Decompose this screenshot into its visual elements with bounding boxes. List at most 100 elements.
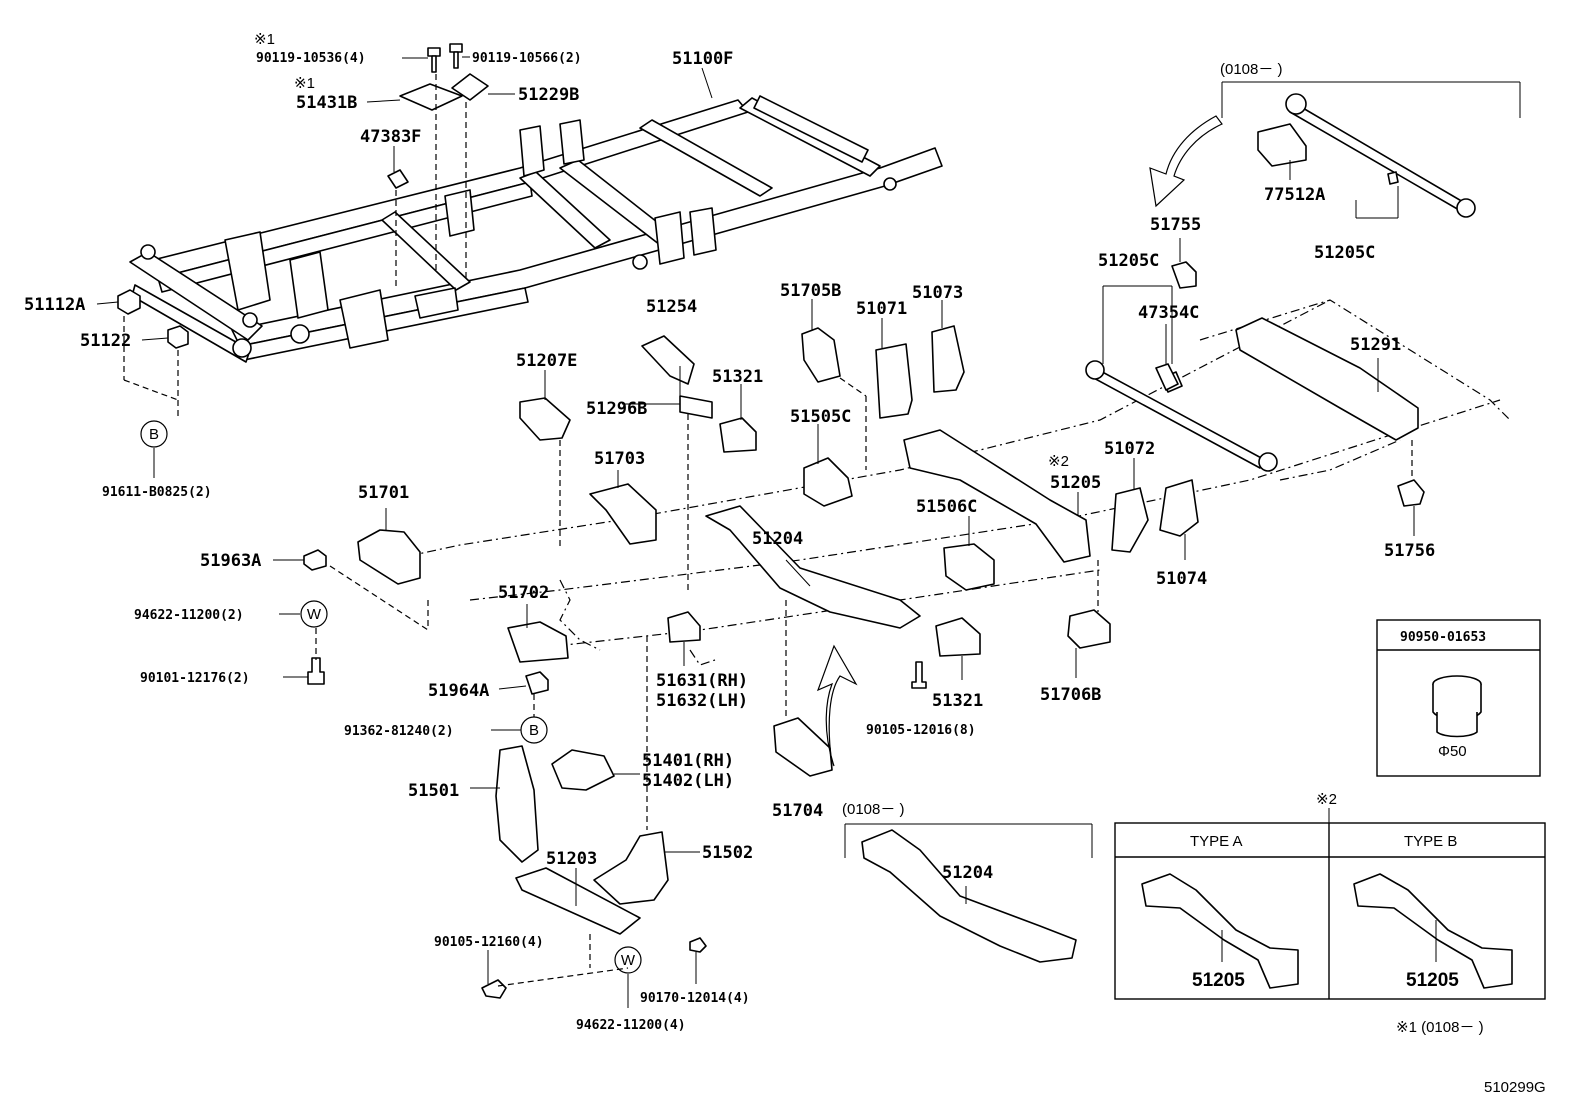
date-top: (0108－ ) bbox=[1220, 61, 1283, 78]
circle-W1 bbox=[300, 600, 328, 628]
label-51502: 51502 bbox=[702, 843, 753, 863]
label-51071: 51071 bbox=[856, 299, 907, 319]
ref-2-inset: ※2 bbox=[1316, 791, 1337, 808]
label-51704: 51704 bbox=[772, 801, 823, 821]
crossmember-51291 bbox=[1235, 317, 1419, 441]
rear-bar-detail bbox=[1221, 81, 1521, 219]
crossmember-51203 bbox=[515, 867, 641, 935]
bracket-51296B bbox=[679, 395, 713, 419]
ref-1-top: ※1 bbox=[254, 31, 275, 48]
label-51074: 51074 bbox=[1156, 569, 1207, 589]
type-a: TYPE A bbox=[1190, 833, 1243, 850]
label-51205-b: 51205 bbox=[1192, 970, 1245, 991]
label-47354C: 47354C bbox=[1138, 303, 1199, 323]
bracket-51506C bbox=[943, 543, 995, 591]
label-51501: 51501 bbox=[408, 781, 459, 801]
label-51204-a: 51204 bbox=[752, 529, 803, 549]
label-51296B: 51296B bbox=[586, 399, 647, 419]
label-51701: 51701 bbox=[358, 483, 409, 503]
label-91362: 91362-81240(2) bbox=[344, 724, 454, 739]
phi-50: Φ50 bbox=[1438, 743, 1467, 760]
inset-51204 bbox=[844, 823, 1093, 963]
part-labels: ※1 90119-10536(4) 90119-10566(2) 51100F … bbox=[24, 31, 1546, 1096]
label-47383F: 47383F bbox=[360, 127, 421, 147]
label-51963A: 51963A bbox=[200, 551, 261, 571]
bracket-51756 bbox=[1397, 479, 1425, 507]
bracket-51701 bbox=[357, 529, 421, 585]
bracket-51321b bbox=[935, 617, 981, 657]
bracket-51431B bbox=[399, 83, 463, 111]
label-51203: 51203 bbox=[546, 849, 597, 869]
bracket-51704 bbox=[773, 717, 833, 777]
circle-B1 bbox=[140, 420, 168, 448]
label-51122: 51122 bbox=[80, 331, 131, 351]
circle-W1-text: W bbox=[307, 606, 322, 623]
label-90105-12160: 90105-12160(4) bbox=[434, 935, 544, 950]
bracket-51321a bbox=[719, 417, 757, 453]
bolt-90119-10566 bbox=[449, 43, 463, 69]
label-51112A: 51112A bbox=[24, 295, 85, 315]
label-90105-12016: 90105-12016(8) bbox=[866, 723, 976, 738]
crossmember-51204a bbox=[705, 505, 921, 629]
ref-1-mid: ※1 bbox=[294, 75, 315, 92]
label-51205-c: 51205 bbox=[1406, 970, 1459, 991]
label-51506C: 51506C bbox=[916, 497, 977, 517]
bracket-51254 bbox=[641, 335, 695, 385]
label-94622-a: 94622-11200(2) bbox=[134, 608, 244, 623]
label-51702: 51702 bbox=[498, 583, 549, 603]
bracket-47383F bbox=[387, 169, 409, 189]
circle-W2 bbox=[614, 946, 642, 974]
label-51706B: 51706B bbox=[1040, 685, 1101, 705]
label-51631: 51631(RH) bbox=[656, 671, 748, 691]
label-51207E: 51207E bbox=[516, 351, 577, 371]
label-51229B: 51229B bbox=[518, 85, 579, 105]
label-51205-a: 51205 bbox=[1050, 473, 1101, 493]
label-51321-a: 51321 bbox=[712, 367, 763, 387]
diagram-code: 510299G bbox=[1484, 1079, 1546, 1096]
bolt-90101 bbox=[307, 657, 325, 685]
label-94622-b: 94622-11200(4) bbox=[576, 1018, 686, 1033]
label-51100F: 51100F bbox=[672, 49, 733, 69]
bracket-51073 bbox=[931, 325, 965, 393]
circle-W2-text: W bbox=[621, 952, 636, 969]
footnote-date: ※1 (0108－ ) bbox=[1396, 1019, 1484, 1036]
label-90119-10536: 90119-10536(4) bbox=[256, 51, 366, 66]
label-77512A: 77512A bbox=[1264, 185, 1325, 205]
label-51964A: 51964A bbox=[428, 681, 489, 701]
leaders-top bbox=[96, 56, 713, 478]
label-51205C-a: 51205C bbox=[1098, 251, 1159, 271]
nut-90170 bbox=[689, 937, 707, 953]
bracket-51505C bbox=[803, 457, 853, 507]
label-51254: 51254 bbox=[646, 297, 697, 317]
label-90170: 90170-12014(4) bbox=[640, 991, 750, 1006]
inset-types bbox=[1114, 808, 1546, 1000]
label-51321-b: 51321 bbox=[932, 691, 983, 711]
bracket-51631 bbox=[667, 611, 701, 643]
ref-2-main: ※2 bbox=[1048, 453, 1069, 470]
bracket-51207E bbox=[519, 397, 571, 441]
label-90119-10566: 90119-10566(2) bbox=[472, 51, 582, 66]
label-51703: 51703 bbox=[594, 449, 645, 469]
label-51204-b: 51204 bbox=[942, 863, 993, 883]
label-90101: 90101-12176(2) bbox=[140, 671, 250, 686]
bushing-51964A bbox=[525, 671, 549, 695]
label-51072: 51072 bbox=[1104, 439, 1155, 459]
bracket-51229B bbox=[451, 73, 489, 101]
bolt-90119-10536 bbox=[427, 47, 441, 73]
label-51505C: 51505C bbox=[790, 407, 851, 427]
leaders-lower bbox=[273, 238, 1415, 1008]
bracket-51501 bbox=[495, 745, 539, 863]
bracket-51706B bbox=[1067, 609, 1111, 649]
bushing-51963A bbox=[303, 549, 327, 571]
bracket-51401 bbox=[551, 749, 615, 791]
type-b: TYPE B bbox=[1404, 833, 1457, 850]
label-51401: 51401(RH) bbox=[642, 751, 734, 771]
bracket-51071 bbox=[875, 343, 913, 419]
bolt-90105-12160 bbox=[481, 979, 507, 999]
bracket-47354C bbox=[1155, 363, 1179, 391]
bushing-51122 bbox=[167, 325, 189, 349]
label-51632: 51632(LH) bbox=[656, 691, 748, 711]
bracket-51074 bbox=[1159, 479, 1199, 537]
bracket-51502 bbox=[593, 831, 669, 905]
